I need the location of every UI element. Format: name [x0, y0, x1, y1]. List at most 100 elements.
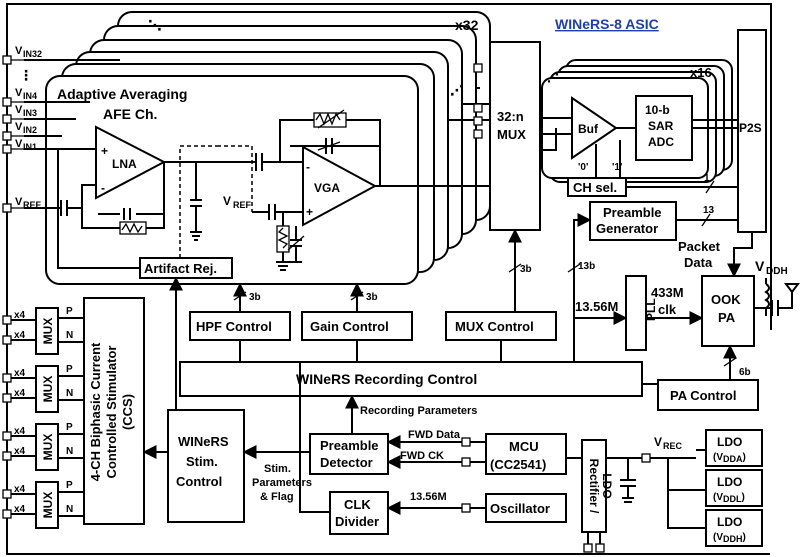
- clk-label-2: clk: [658, 302, 677, 317]
- stim-mux-label-4: MUX: [41, 492, 55, 519]
- lna-label: LNA: [112, 157, 137, 171]
- sel1-label: '1': [612, 162, 622, 173]
- packet-label-1: Packet: [678, 239, 721, 254]
- mux-control-block: [445, 311, 557, 341]
- clk-div-label-1: CLK: [344, 497, 371, 512]
- coupling-capacitor: [255, 153, 263, 171]
- artifact-label: Artifact Rej.: [144, 261, 217, 276]
- vref-sub: REF: [23, 200, 42, 210]
- x4-label-2: x4: [14, 330, 26, 341]
- vga-feedback-cap: [290, 138, 380, 154]
- pregen-label-1: Preamble: [603, 205, 662, 220]
- vref-inner-sub: REF: [233, 200, 252, 210]
- stim-mux-1: [35, 307, 59, 355]
- antenna-icon: [784, 283, 800, 296]
- clk-div-label-2: Divider: [335, 514, 379, 529]
- ldo-vddh: [705, 509, 763, 547]
- vin1-label: V: [15, 138, 23, 150]
- lna-feedback-resistor: [119, 221, 147, 235]
- vin2-label: V: [15, 121, 23, 133]
- vddh-label: V: [755, 258, 765, 274]
- mux-control-label: MUX Control: [455, 319, 534, 334]
- rectifier-block: [581, 439, 607, 533]
- stim-control-label-1: WINeRS: [178, 434, 229, 449]
- input-capacitor: [60, 200, 68, 216]
- vref-inner-label: V: [223, 194, 231, 208]
- x4-label-3: x4: [14, 368, 26, 379]
- afe-copies-label: x32: [455, 17, 479, 33]
- vin32-sub: IN32: [23, 49, 42, 59]
- vga-variable-resistor: [313, 112, 347, 128]
- vin3-sub: IN3: [23, 108, 37, 118]
- vin4-label: V: [15, 87, 23, 99]
- ldo-vdda: [705, 429, 763, 467]
- recording-control-label: WINeRS Recording Control: [296, 371, 477, 387]
- vin4-sub: IN4: [23, 91, 37, 101]
- adc-copies-label: x16: [690, 65, 712, 80]
- fwd-ck-label: FWD CK: [400, 450, 444, 462]
- x4-label-6: x4: [14, 446, 26, 457]
- ldo-vdda-out: (VDDA): [713, 452, 746, 464]
- x4-label-4: x4: [14, 388, 26, 399]
- stim-control-label-2: Stim.: [186, 454, 218, 469]
- lna-feedback-cap: [123, 208, 131, 220]
- ldo-group: LDO (VDDA) LDO (VDDL) LDO (VDDH): [705, 429, 763, 547]
- mcu-label-2: (CC2541): [490, 457, 546, 472]
- afe-dots-top: ⋱: [148, 17, 162, 33]
- stim-control-block: [167, 409, 245, 523]
- vin3-label: V: [15, 104, 23, 116]
- predet-label-2: Detector: [320, 455, 373, 470]
- ldo-vddl-label: LDO: [717, 475, 742, 489]
- ook-pa-block: [701, 275, 755, 347]
- ccs-block: [83, 297, 145, 525]
- hpf-bus-label: 3b: [249, 292, 261, 303]
- adc-label-1: 10-b: [645, 103, 670, 117]
- p-label-2: P: [66, 364, 73, 375]
- predet-label-1: Preamble: [320, 438, 379, 453]
- x4-label-7: x4: [14, 484, 26, 495]
- stim-control-label-3: Control: [176, 474, 222, 489]
- afe-channel: [45, 75, 419, 285]
- n-label-2: N: [66, 388, 73, 399]
- vrec-label: V: [654, 435, 662, 449]
- vga-minus: -: [306, 160, 310, 174]
- preamble-detector: [309, 433, 389, 475]
- sel0-label: '0': [578, 162, 588, 173]
- adc-dots: ⋰: [547, 71, 559, 85]
- stim-params-label-2: Parameters: [252, 477, 312, 489]
- stimulator-section: 4-CH Biphasic Current Controlled Stimula…: [2, 297, 145, 529]
- x4-label-1: x4: [14, 310, 26, 321]
- ch-sel-label: CH sel.: [573, 180, 617, 195]
- afe-dots-right: ⋰: [450, 82, 464, 98]
- adc-label-2: SAR: [648, 119, 674, 133]
- pll-label: PLL: [644, 298, 658, 321]
- stim-mux-label-1: MUX: [41, 318, 55, 345]
- pregen-label-2: Generator: [596, 221, 658, 236]
- vref-label: V: [15, 196, 23, 208]
- vin1-sub: IN1: [23, 142, 37, 152]
- n-label-1: N: [66, 330, 73, 341]
- stim-params-label-3: & Flag: [260, 491, 294, 503]
- p-label-1: P: [66, 306, 73, 317]
- stim-mux-label-2: MUX: [41, 376, 55, 403]
- pa-bus-label: 6b: [739, 367, 751, 378]
- vin-dots: ⋮: [19, 67, 33, 83]
- gain-bus-label: 3b: [366, 292, 378, 303]
- x4-label-5: x4: [14, 426, 26, 437]
- mcu-label-1: MCU: [509, 439, 539, 454]
- input-pins: V IN32 ⋮ V IN4 V IN3 V IN2 V IN1 V REF: [2, 45, 120, 213]
- sar-adc: [635, 95, 693, 161]
- pa-label-2: PA: [718, 310, 736, 325]
- vddh-sub: DDH: [766, 266, 788, 277]
- stim-mux-label-3: MUX: [41, 434, 55, 461]
- fwd-data-label: FWD Data: [408, 429, 461, 441]
- rectifier-label-2: LDO: [600, 473, 614, 498]
- clk-freq-label: 13.56M: [410, 491, 447, 503]
- ccs-label-3: (CCS): [120, 394, 135, 430]
- ccs-label-2: Controlled Stimulator: [104, 346, 119, 479]
- oscillator-label: Oscillator: [490, 501, 550, 516]
- lna-amplifier: [95, 125, 167, 200]
- stim-params-label-1: Stim.: [264, 463, 291, 475]
- ccs-label-1: 4-CH Biphasic Current: [88, 342, 103, 481]
